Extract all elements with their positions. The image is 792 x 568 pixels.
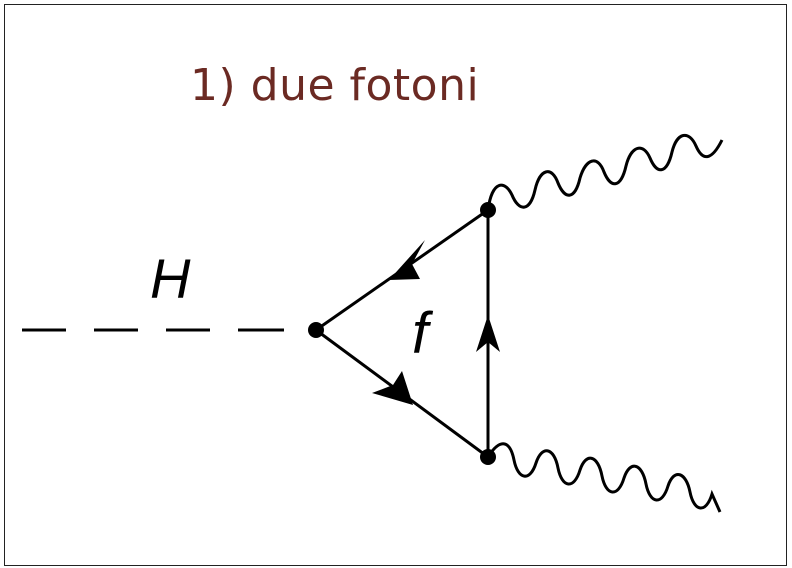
arrow-upper-icon: [389, 240, 425, 280]
arrow-lower-icon: [372, 371, 413, 405]
photon-line-upper: [486, 134, 724, 211]
photon-line-lower: [486, 442, 722, 513]
label-higgs: H: [150, 247, 191, 310]
vertex-lower: [480, 449, 496, 465]
slide-frame: [4, 4, 787, 566]
vertex-higgs: [308, 322, 324, 338]
label-fermion: f: [412, 301, 434, 366]
arrow-vertical-icon: [476, 315, 500, 352]
fermion-loop: [315, 208, 490, 459]
slide-title: 1) due fotoni: [190, 60, 480, 111]
vertex-upper: [480, 202, 496, 218]
